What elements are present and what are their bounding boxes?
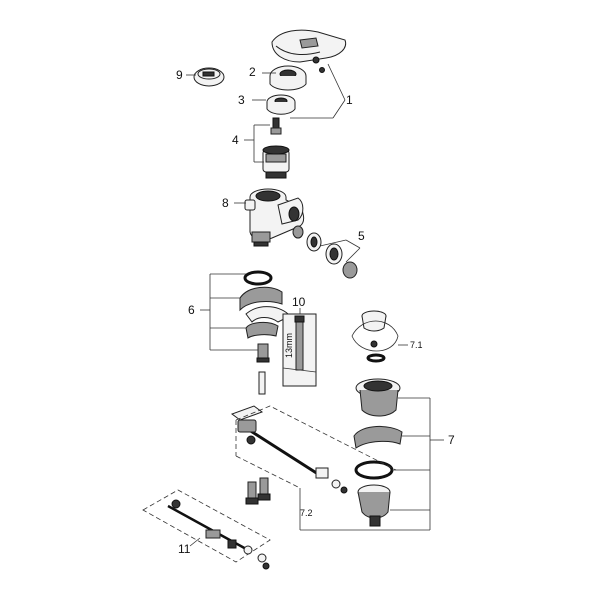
cap-ring <box>269 65 307 91</box>
faucet-body <box>244 188 305 247</box>
mounting-set <box>239 270 291 395</box>
flex-hoses <box>245 477 271 505</box>
label-5: 5 <box>358 229 365 243</box>
label-3: 3 <box>238 93 245 107</box>
nut <box>266 94 296 115</box>
label-7: 7 <box>448 433 455 447</box>
label-2: 2 <box>249 65 256 79</box>
cartridge <box>262 117 290 179</box>
label-6: 6 <box>188 303 195 317</box>
callout-labels: 1 2 3 4 5 6 7 7.1 7.2 8 9 10 11 13mm <box>176 65 455 556</box>
popup-waste <box>353 310 403 527</box>
label-7-2: 7.2 <box>300 508 313 518</box>
pull-rod-set <box>142 489 271 570</box>
label-8: 8 <box>222 196 229 210</box>
mounting-rod-tool <box>282 313 317 387</box>
label-7-1: 7.1 <box>410 340 423 350</box>
lever-handle <box>271 29 347 73</box>
popup-rod <box>230 405 348 494</box>
label-9: 9 <box>176 68 183 82</box>
leader-lines <box>186 63 444 547</box>
aerator-parts <box>292 225 358 279</box>
label-4: 4 <box>232 133 239 147</box>
label-10: 10 <box>292 295 306 309</box>
label-1: 1 <box>346 93 353 107</box>
ring-piece <box>193 67 225 87</box>
label-13mm: 13mm <box>284 333 294 358</box>
label-11: 11 <box>178 542 191 556</box>
